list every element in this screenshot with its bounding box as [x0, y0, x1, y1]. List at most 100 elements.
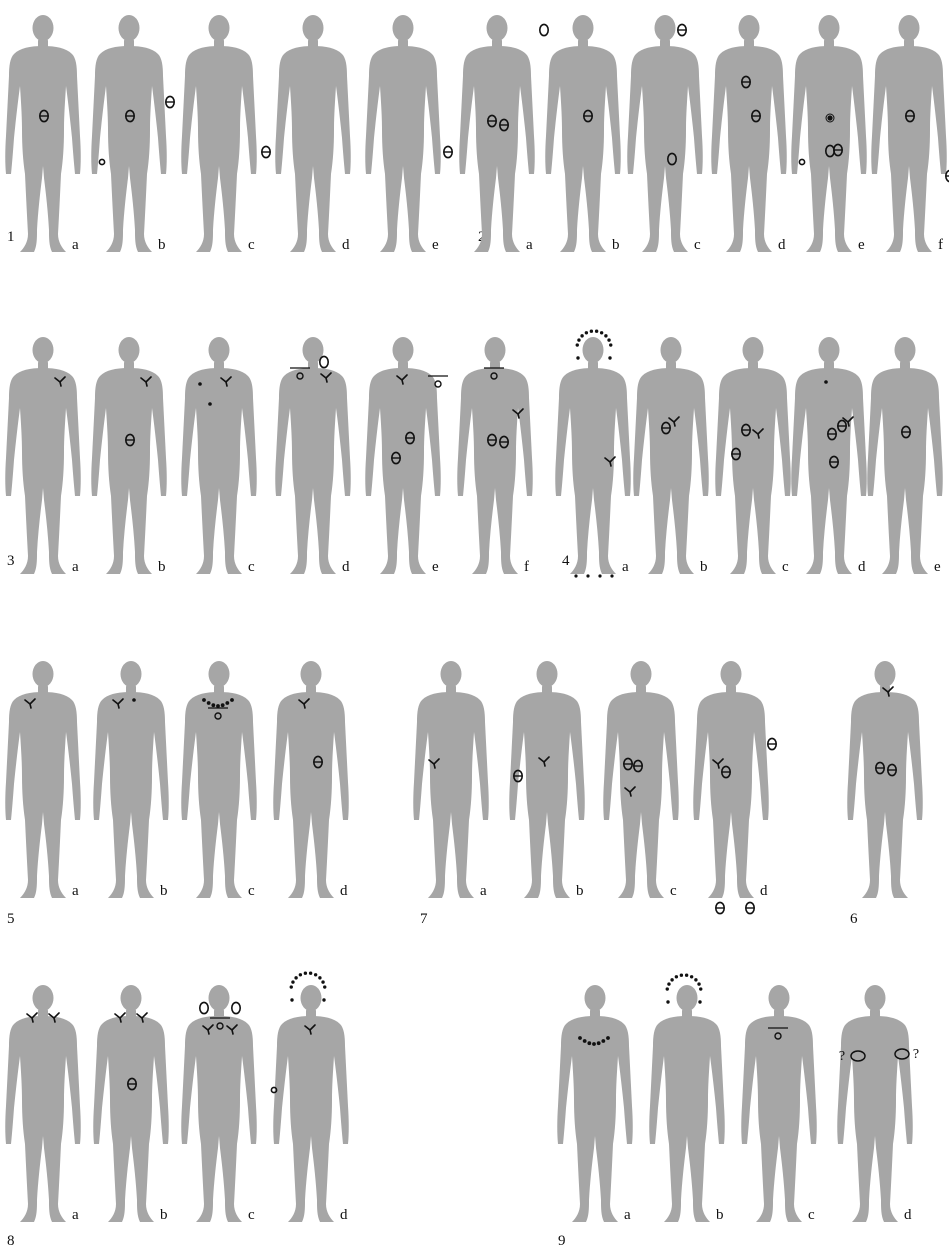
figure-letter-label: b	[158, 238, 166, 253]
human-silhouette	[181, 15, 257, 252]
small-circle-mark	[799, 159, 804, 164]
human-silhouette	[365, 337, 441, 574]
human-silhouette	[867, 337, 943, 574]
figure-group-number: 8	[7, 1234, 15, 1249]
theta-mark	[678, 24, 686, 35]
dot-mark	[208, 402, 212, 406]
body-figure	[0, 328, 86, 580]
body-figure	[622, 6, 708, 258]
body-figure	[644, 976, 730, 1228]
body-figure	[88, 652, 174, 904]
figure-letter-label: c	[808, 1208, 815, 1223]
circle-mark	[540, 24, 548, 35]
human-silhouette	[181, 337, 257, 574]
human-silhouette	[93, 985, 169, 1222]
figure-letter-label: d	[342, 560, 350, 575]
human-silhouette	[275, 337, 351, 574]
body-figure	[452, 328, 538, 580]
figure-letter-label: d	[340, 1208, 348, 1223]
figure-group-number: 6	[850, 912, 858, 927]
figure-letter-label: c	[248, 1208, 255, 1223]
figure-letter-label: a	[480, 884, 487, 899]
human-silhouette	[693, 661, 769, 898]
human-silhouette	[91, 337, 167, 574]
human-silhouette	[711, 15, 787, 252]
body-figure	[706, 6, 792, 258]
theta-mark	[262, 146, 270, 157]
figure-group-number: 7	[420, 912, 428, 927]
human-silhouette	[275, 15, 351, 252]
circle-mark	[320, 356, 328, 367]
human-silhouette	[91, 15, 167, 252]
figure-letter-label: c	[248, 560, 255, 575]
body-figure	[408, 652, 494, 904]
human-silhouette	[555, 337, 631, 574]
human-silhouette	[545, 15, 621, 252]
figure-letter-label: f	[524, 560, 529, 575]
body-figure	[866, 6, 949, 258]
body-figure	[540, 6, 626, 258]
figure-group-number: 5	[7, 912, 15, 927]
human-silhouette	[413, 661, 489, 898]
figure-letter-label: c	[670, 884, 677, 899]
figure-letter-label: d	[340, 884, 348, 899]
human-silhouette	[837, 985, 913, 1222]
circle-mark	[200, 1002, 208, 1013]
figure-letter-label: b	[576, 884, 584, 899]
body-figure	[550, 328, 636, 580]
small-circle-mark	[271, 1087, 276, 1092]
human-silhouette	[273, 985, 349, 1222]
human-silhouette	[649, 985, 725, 1222]
figure-letter-label: c	[694, 238, 701, 253]
figure-letter-label: d	[778, 238, 786, 253]
body-figure	[598, 652, 684, 904]
figure-letter-label: e	[934, 560, 941, 575]
body-figure	[842, 652, 928, 904]
figure-letter-label: a	[624, 1208, 631, 1223]
figure-group-number: 9	[558, 1234, 566, 1249]
body-figure	[628, 328, 714, 580]
body-figure	[360, 328, 446, 580]
figure-letter-label: e	[432, 238, 439, 253]
body-figure	[86, 328, 172, 580]
body-figure	[454, 6, 540, 258]
human-silhouette	[365, 15, 441, 252]
body-figure	[0, 6, 86, 258]
figure-letter-label: e	[858, 238, 865, 253]
theta-mark	[716, 902, 724, 913]
human-silhouette	[791, 337, 867, 574]
dot-mark	[198, 382, 202, 386]
figure-letter-label: a	[72, 238, 79, 253]
figure-letter-label: a	[72, 560, 79, 575]
body-figure	[786, 328, 872, 580]
human-silhouette	[5, 15, 81, 252]
dot-row-mark	[574, 574, 613, 577]
question-mark-label: ?	[913, 1047, 919, 1062]
theta-mark	[746, 902, 754, 913]
body-figure: ??	[832, 976, 918, 1228]
question-mark-label: ?	[839, 1049, 845, 1064]
figure-letter-label: a	[526, 238, 533, 253]
body-figure	[88, 976, 174, 1228]
body-figure	[504, 652, 590, 904]
figure-letter-label: d	[760, 884, 768, 899]
body-figure	[0, 976, 86, 1228]
figure-letter-label: b	[700, 560, 708, 575]
body-figure	[736, 976, 822, 1228]
body-figure	[176, 6, 262, 258]
human-silhouette	[847, 661, 923, 898]
human-silhouette	[557, 985, 633, 1222]
human-silhouette	[5, 985, 81, 1222]
body-figure	[0, 652, 86, 904]
figure-letter-label: a	[72, 884, 79, 899]
figure-letter-label: d	[904, 1208, 912, 1223]
theta-mark	[444, 146, 452, 157]
human-silhouette	[181, 661, 257, 898]
body-figure	[862, 328, 948, 580]
body-figure	[268, 976, 354, 1228]
body-figure	[268, 652, 354, 904]
human-silhouette	[741, 985, 817, 1222]
human-silhouette	[181, 985, 257, 1222]
figure-letter-label: b	[160, 884, 168, 899]
